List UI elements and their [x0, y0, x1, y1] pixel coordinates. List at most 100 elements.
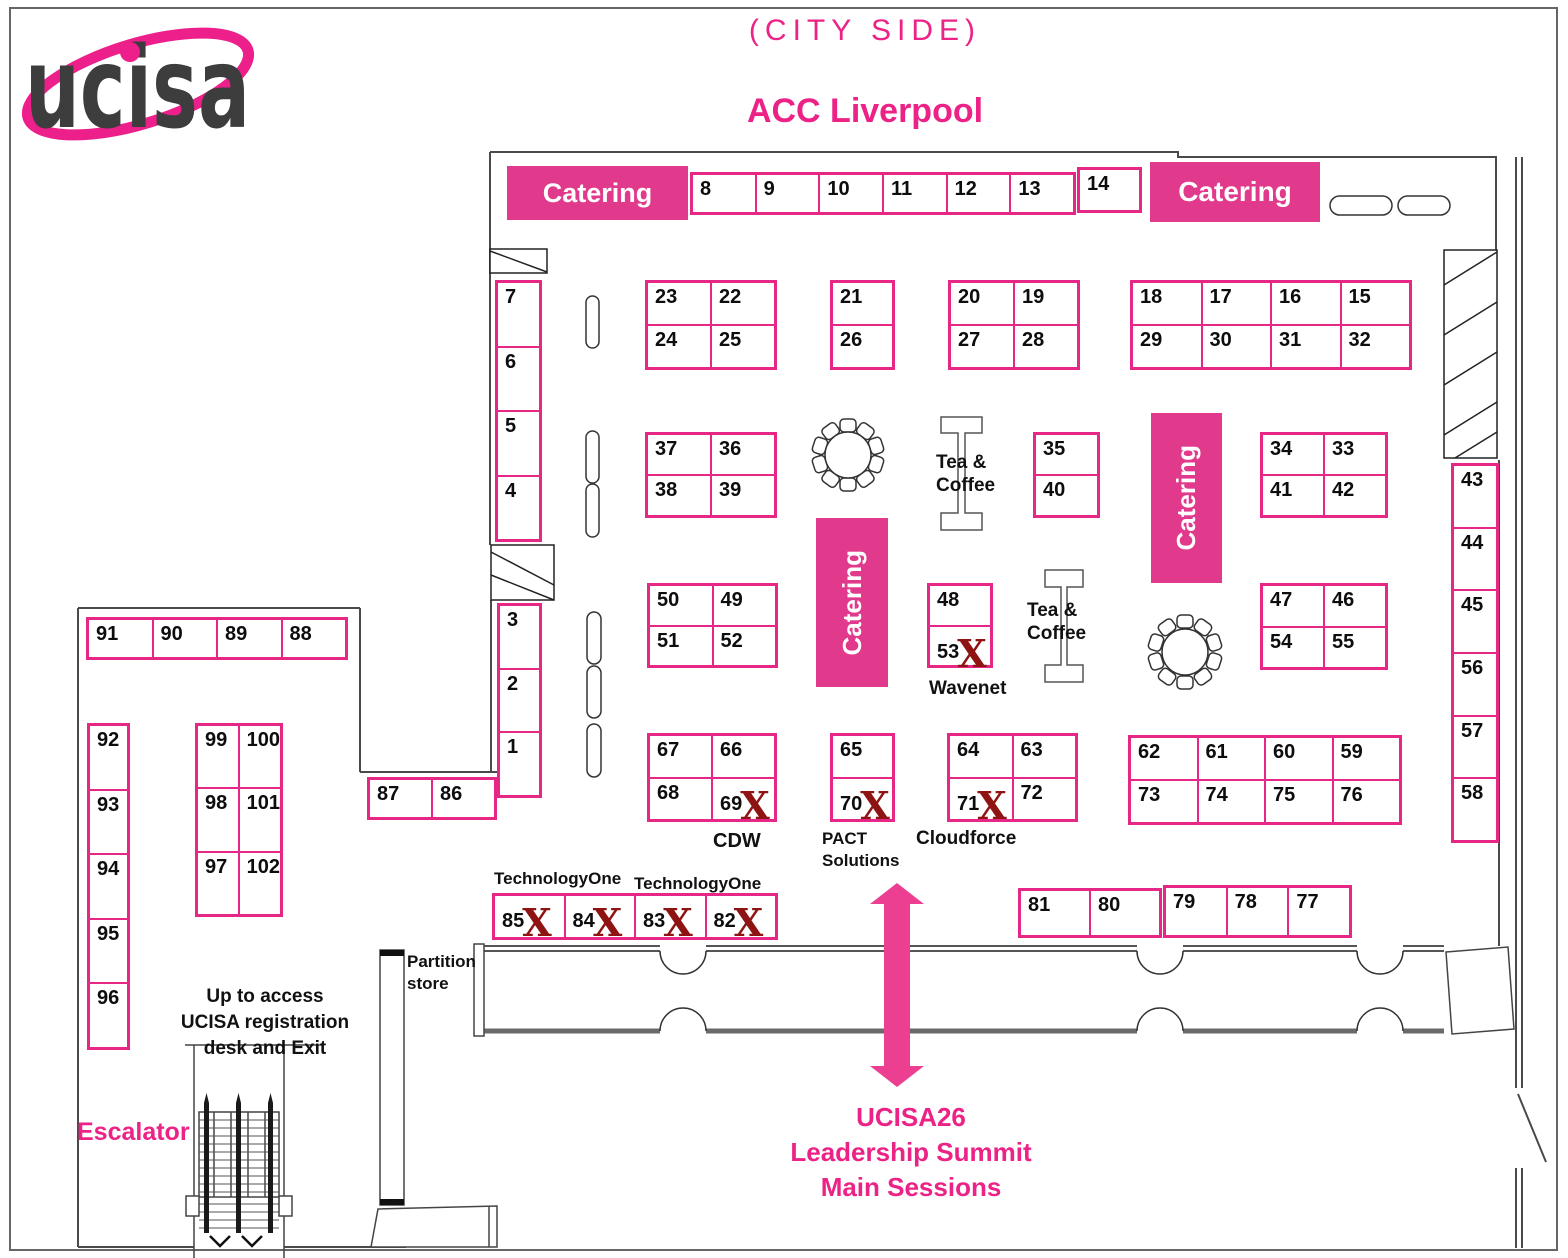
booth-77: 77 — [1288, 887, 1350, 936]
booth-number: 29 — [1140, 329, 1163, 351]
corner-partition — [1445, 946, 1515, 1035]
booth-number: 50 — [657, 589, 680, 611]
booth-10: 10 — [819, 174, 883, 213]
booth-49: 49 — [712, 585, 776, 626]
booth-85: 85X — [494, 895, 565, 945]
exhibitor-pact-solutions: PACT Solutions — [822, 829, 900, 870]
booth-number: 7 — [505, 286, 517, 308]
booth-number: 6 — [505, 350, 517, 373]
booth-6: 6 — [497, 346, 540, 411]
booth-5: 5 — [497, 411, 540, 476]
booth-number: 33 — [1332, 438, 1355, 460]
booth-number: 51 — [657, 629, 680, 652]
booth-45: 45 — [1453, 590, 1497, 653]
cancelled-cross-icon: X — [522, 900, 552, 945]
booth-number: 24 — [655, 329, 678, 351]
booth-35: 35 — [1035, 434, 1098, 475]
booth-50: 50 — [649, 585, 713, 626]
booth-95: 95 — [89, 918, 128, 984]
booth-number: 43 — [1461, 469, 1484, 491]
booth-20: 20 — [950, 282, 1014, 325]
booth-number: 79 — [1173, 891, 1196, 913]
booth-number: 25 — [719, 329, 742, 351]
booth-7: 7 — [497, 282, 540, 347]
summit-note: UCISA26 Leadership Summit Main Sessions — [790, 1102, 1032, 1202]
booth-number: 48 — [937, 589, 960, 611]
booth-38: 38 — [647, 475, 711, 516]
booth-9: 9 — [755, 174, 820, 213]
cancelled-cross-icon: X — [957, 630, 987, 676]
booth-number: 34 — [1270, 438, 1293, 460]
booth-number: 81 — [1028, 894, 1051, 916]
direction-arrow-icon — [870, 883, 924, 1087]
booth-number: 12 — [954, 178, 977, 200]
booth-46: 46 — [1324, 585, 1386, 627]
booth-number: 19 — [1022, 286, 1045, 308]
booth-number: 49 — [720, 589, 743, 611]
booth-number: 87 — [377, 783, 400, 805]
booth-51: 51 — [649, 625, 713, 666]
city-side-label: (CITY SIDE) — [748, 14, 982, 47]
booth-59: 59 — [1332, 737, 1400, 780]
booth-64: 64 — [949, 735, 1013, 778]
catering-area: Catering — [1151, 413, 1222, 583]
booth-number: 21 — [840, 286, 863, 308]
booth-number: 89 — [225, 623, 248, 645]
booth-73: 73 — [1130, 780, 1198, 823]
booth-96: 96 — [89, 983, 128, 1048]
booth-number: 53 — [937, 640, 960, 663]
exhibitor-cdw: CDW — [713, 830, 761, 852]
booth-number: 72 — [1020, 781, 1043, 804]
booth-number: 40 — [1043, 479, 1066, 501]
booth-number: 69 — [720, 792, 743, 815]
booth-number: 22 — [719, 286, 742, 308]
booth-102: 102 — [238, 851, 281, 915]
cancelled-cross-icon: X — [740, 782, 770, 828]
booth-number: 76 — [1340, 784, 1363, 806]
booth-78: 78 — [1226, 887, 1289, 936]
booth-number: 88 — [289, 623, 312, 645]
booth-number: 1 — [507, 736, 519, 759]
booth-number: 96 — [97, 987, 120, 1010]
booth-number: 30 — [1209, 329, 1232, 351]
image-frame — [9, 7, 1558, 1251]
booth-number: 14 — [1087, 173, 1110, 195]
booth-number: 77 — [1296, 891, 1319, 913]
booth-number: 16 — [1279, 286, 1302, 308]
booth-74: 74 — [1197, 780, 1265, 823]
booth-number: 8 — [700, 178, 712, 200]
booth-57: 57 — [1453, 715, 1497, 779]
corridor-top-wall — [478, 945, 1444, 952]
booth-number: 38 — [655, 479, 678, 501]
booth-12: 12 — [946, 174, 1011, 213]
booth-84: 84X — [564, 895, 635, 942]
booth-number: 64 — [957, 739, 980, 761]
cancelled-cross-icon: X — [860, 782, 890, 828]
booth-2: 2 — [499, 668, 540, 733]
booth-number: 11 — [891, 178, 913, 200]
booth-23: 23 — [647, 282, 711, 325]
booth-number: 91 — [96, 623, 119, 645]
booth-number: 31 — [1279, 329, 1302, 351]
booth-68: 68 — [649, 777, 712, 820]
wall-outline — [77, 151, 1500, 1248]
booth-83: 83X — [635, 895, 706, 942]
booth-100: 100 — [238, 725, 281, 789]
booth-number: 39 — [719, 479, 742, 501]
booth-40: 40 — [1035, 475, 1098, 516]
booth-number: 73 — [1138, 784, 1161, 806]
booth-number: 59 — [1340, 741, 1363, 763]
booth-number: 84 — [572, 910, 595, 932]
cancelled-cross-icon: X — [733, 900, 764, 945]
booth-90: 90 — [152, 619, 217, 658]
